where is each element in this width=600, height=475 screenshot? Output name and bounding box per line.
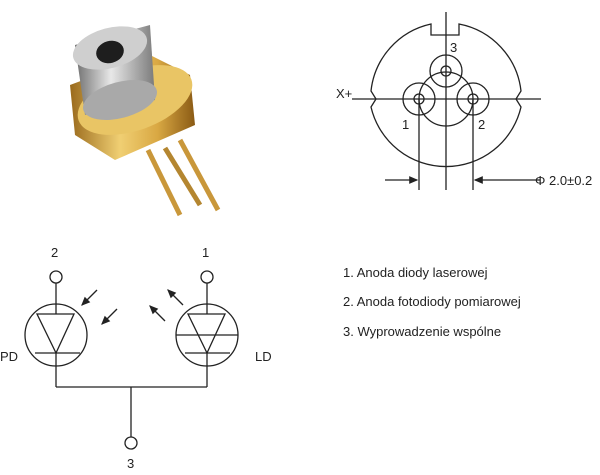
ld-pin-label: 1 <box>202 245 209 260</box>
legend-item-3: 3. Wyprowadzenie wspólne <box>343 324 502 339</box>
common-pin-label: 3 <box>127 456 134 471</box>
schematic: 2 1 3 PD LD <box>0 245 272 471</box>
light-arrow-icon <box>167 289 184 306</box>
pin3-label: 3 <box>450 40 457 55</box>
pd-pin-label: 2 <box>51 245 58 260</box>
dimension-label: Φ 2.0±0.2 <box>535 173 592 188</box>
pin3-pad <box>429 54 463 88</box>
ld-label: LD <box>255 349 272 364</box>
pinout-drawing: 3 1 2 X+ Φ 2.0±0.2 <box>336 12 592 190</box>
pin1-label: 1 <box>402 117 409 132</box>
laser-diode-photo <box>70 25 221 217</box>
pin2-label: 2 <box>478 117 485 132</box>
legend-item-2: 2. Anoda fotodiody pomiarowej <box>343 294 521 309</box>
light-arrow-icon <box>101 308 118 325</box>
legend-item-1: 1. Anoda diody laserowej <box>343 265 488 280</box>
light-arrow-icon <box>149 305 166 322</box>
pin2-terminal <box>49 270 63 284</box>
pd-label: PD <box>0 349 18 364</box>
pin3-terminal <box>124 436 138 450</box>
pin1-terminal <box>200 270 214 284</box>
light-arrow-icon <box>81 289 98 306</box>
axis-label: X+ <box>336 86 352 101</box>
